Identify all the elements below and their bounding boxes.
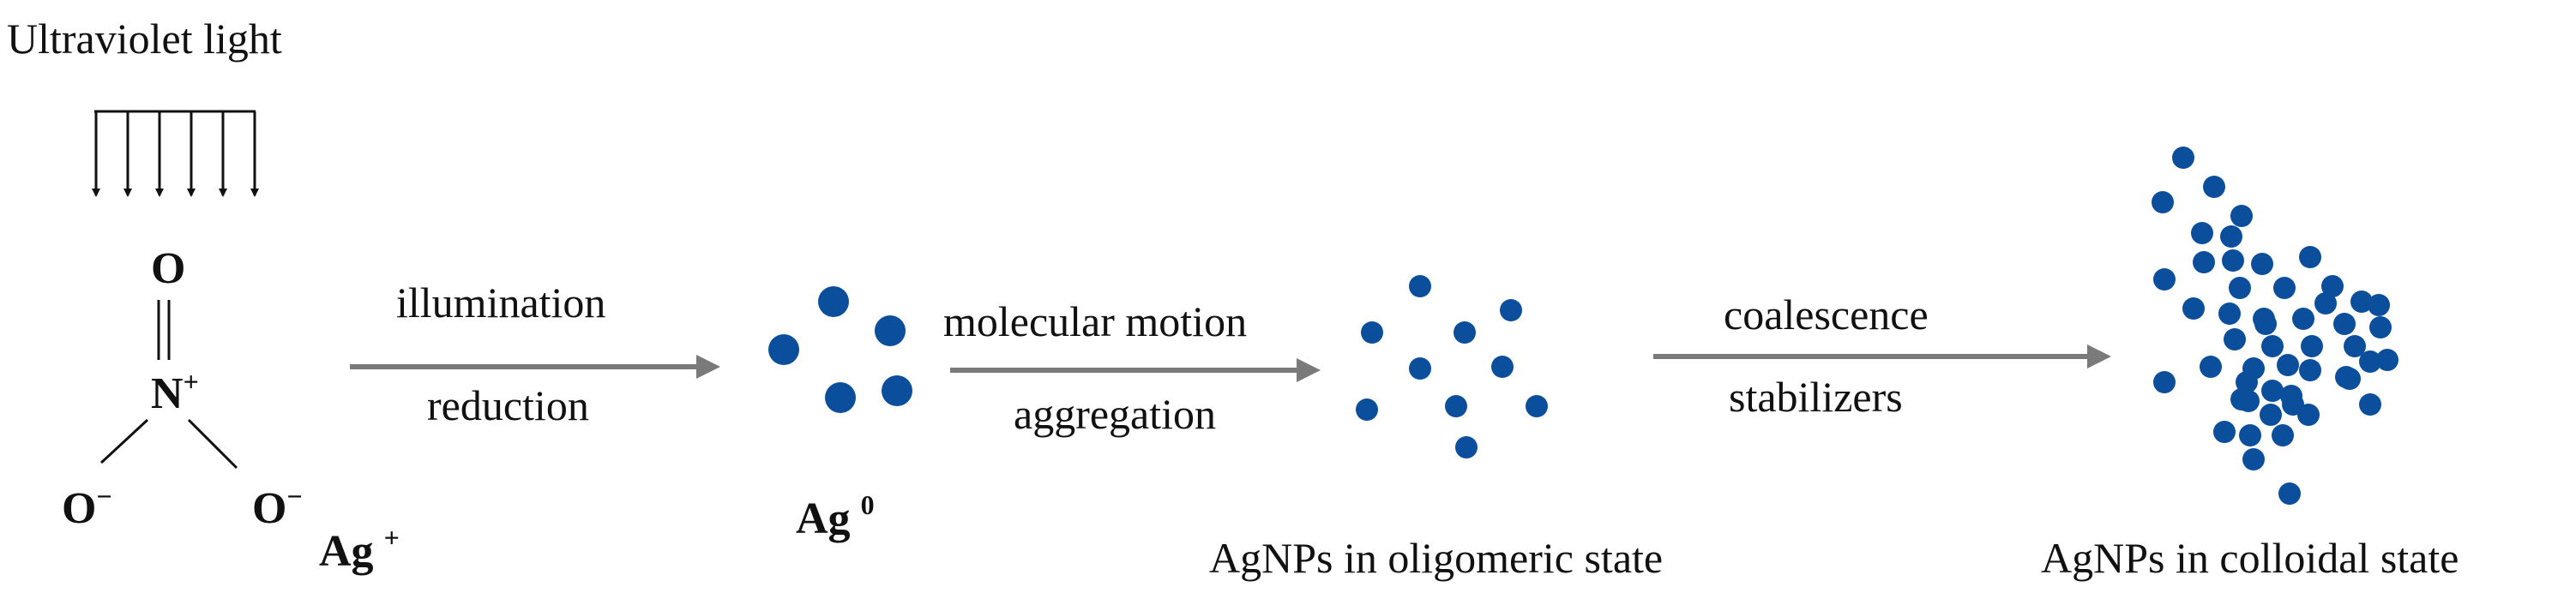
oligomeric-particle (1361, 321, 1383, 344)
step-1-top-label: illumination (396, 279, 605, 326)
step-1-arrowhead (696, 355, 720, 379)
oligomeric-particle (1454, 321, 1476, 344)
colloidal-particle (2321, 275, 2344, 297)
ag-zero-charge: 0 (861, 489, 875, 520)
ag0-particle (768, 334, 799, 365)
nitrate-o-right: O− (252, 481, 303, 533)
step-3-top-label: coalescence (1724, 291, 1929, 338)
colloidal-particle (2344, 335, 2366, 357)
colloidal-particle (2277, 354, 2299, 376)
colloidal-particle (2203, 176, 2225, 198)
oligomeric-particle (1491, 356, 1514, 378)
colloidal-particle (2213, 421, 2236, 443)
step-1-bottom-label: reduction (427, 381, 589, 429)
colloidal-particle (2152, 191, 2174, 213)
nitrate-structure: O N+ O− O− (62, 244, 303, 533)
colloidal-particle (2182, 297, 2205, 320)
step-molecular-motion-aggregation: molecular motion aggregation (943, 297, 1321, 438)
colloidal-particle (2224, 328, 2246, 350)
colloidal-particle (2200, 356, 2222, 378)
colloidal-particle (2260, 404, 2282, 426)
colloidal-particle (2314, 292, 2337, 314)
colloidal-particle (2335, 366, 2357, 388)
nitrate-o-top: O (151, 244, 185, 293)
colloidal-particle (2292, 308, 2314, 330)
step-2-top-label: molecular motion (943, 297, 1247, 345)
colloidal-particle (2237, 390, 2260, 412)
ag0-particle (825, 382, 856, 413)
colloidal-particle (2333, 313, 2356, 335)
colloidal-particle (2368, 294, 2390, 316)
colloidal-particle (2301, 335, 2323, 357)
colloidal-particle (2254, 313, 2277, 335)
ag-ion-charge: + (384, 522, 400, 553)
colloidal-particle (2299, 246, 2321, 268)
colloidal-particle (2261, 335, 2284, 357)
colloidal-particle (2350, 291, 2373, 313)
step-illumination-reduction: illumination reduction (350, 279, 720, 429)
colloidal-particle (2359, 393, 2381, 416)
colloidal-particle (2278, 482, 2301, 505)
colloidal-state-label: AgNPs in colloidal state (2041, 534, 2459, 582)
single-bond-right (187, 418, 238, 470)
colloidal-particle (2172, 147, 2194, 169)
colloidal-particle (2236, 371, 2258, 393)
step-3-arrowhead (2087, 344, 2111, 368)
colloidal-particle (2369, 316, 2392, 338)
oligomeric-state-label: AgNPs in oligomeric state (1209, 534, 1663, 582)
colloidal-particle (2261, 380, 2284, 402)
oligomeric-particles (1356, 275, 1548, 458)
oligomeric-particle (1500, 299, 1522, 321)
step-coalescence-stabilizers: coalescence stabilizers (1653, 291, 2111, 421)
colloidal-particle (2222, 249, 2244, 272)
ag0-particles (768, 286, 912, 413)
oligomeric-particle (1455, 436, 1478, 458)
oligomeric-particle (1409, 357, 1431, 380)
uv-label: Ultraviolet light (7, 15, 282, 63)
colloidal-particle (2230, 205, 2253, 227)
colloidal-particle (2218, 303, 2241, 325)
oligomeric-particle (1445, 395, 1467, 417)
colloidal-particle (2191, 222, 2213, 244)
colloidal-particle (2273, 277, 2296, 299)
oligomeric-particle (1356, 398, 1378, 421)
single-bond-left (99, 418, 149, 464)
colloidal-particle (2242, 448, 2265, 470)
step-2-arrowhead (1297, 358, 1321, 382)
uv-light-arrows (92, 110, 259, 197)
colloidal-particle (2153, 371, 2176, 393)
colloidal-particle (2297, 404, 2320, 426)
oligomeric-particle (1526, 395, 1548, 417)
nitrate-n: N+ (151, 366, 199, 418)
step-3-bottom-label: stabilizers (1729, 373, 1903, 421)
oligomeric-particle (1409, 275, 1431, 297)
step-2-bottom-label: aggregation (1014, 390, 1216, 438)
colloidal-particle (2239, 424, 2261, 446)
ag-ion-label: Ag+ (319, 522, 400, 576)
nitrate-o-left: O− (62, 481, 112, 533)
colloidal-particle (2272, 424, 2294, 446)
ag0-particle (818, 286, 849, 317)
ag0-particle (882, 375, 912, 406)
colloidal-particle (2229, 277, 2251, 299)
colloidal-particle (2193, 251, 2215, 273)
colloidal-particles (2152, 147, 2398, 505)
colloidal-particle (2153, 268, 2176, 291)
colloidal-particle (2299, 359, 2321, 381)
colloidal-particle (2359, 350, 2381, 373)
colloidal-particle (2376, 349, 2398, 371)
colloidal-particle (2220, 225, 2242, 248)
nitrate-n-charge: + (184, 366, 199, 397)
colloidal-particle (2251, 253, 2273, 275)
ag0-particle (875, 315, 906, 346)
